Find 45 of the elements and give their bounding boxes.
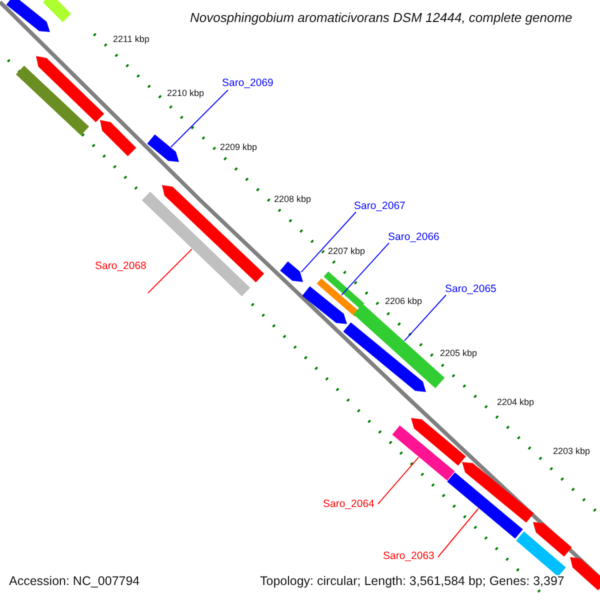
gene-feature: [42, 0, 72, 22]
scale-label: 2208 kbp: [274, 195, 312, 204]
gene-feature: [280, 261, 303, 282]
gene-feature: [462, 462, 534, 523]
gene-feature: [392, 425, 455, 481]
gene-feature: [36, 56, 104, 122]
scale-label: 2206 kbp: [385, 297, 422, 306]
scale-label: 2203 kbp: [553, 447, 590, 456]
gene-label: Saro_2065: [445, 284, 496, 294]
gene-feature: [533, 522, 572, 557]
title: Novosphingobium aromaticivorans DSM 12444, complete genome: [188, 11, 574, 24]
leader-line: [170, 90, 228, 148]
footer-text: Accession: NC_007794: [9, 575, 140, 588]
leader-line: [438, 508, 479, 558]
gene-feature: [162, 185, 264, 282]
gene-feature: [343, 322, 426, 392]
gene-label: Saro_2067: [354, 201, 406, 212]
gene-feature: [516, 531, 566, 577]
gene-label: Saro_2066: [388, 232, 440, 242]
leader-line: [148, 248, 192, 294]
leader-line: [341, 242, 390, 296]
scale-label: 2211 kbp: [113, 35, 150, 44]
gene-feature: [324, 271, 364, 309]
leader-line: [378, 456, 420, 504]
gene-feature: [411, 418, 466, 466]
gene-feature: [100, 120, 136, 156]
scale-label: 2210 kbp: [167, 89, 204, 98]
scale-label: 2205 kbp: [440, 349, 478, 358]
gene-label: Saro_2063: [383, 551, 434, 562]
scale-label: 2207 kbp: [328, 247, 366, 256]
footer-text: Topology: circular; Length: 3,561,584 bp; Genes: 3,397: [260, 575, 564, 588]
gene-feature: [570, 557, 600, 590]
gene-feature: [6, 0, 50, 32]
gene-label: Saro_2064: [323, 499, 374, 510]
gene-feature: [316, 278, 360, 317]
scale-label: 2209 kbp: [220, 143, 258, 152]
gene-feature: [16, 66, 90, 136]
gene-feature: [147, 134, 179, 162]
gene-label: Saro_2069: [222, 78, 274, 88]
gene-feature: [302, 286, 347, 324]
gene-label: Saro_2068: [95, 261, 146, 272]
gene-feature: [447, 472, 523, 539]
leader-line: [404, 294, 446, 342]
leader-line: [300, 212, 356, 273]
scale-label: 2204 kbp: [497, 398, 534, 407]
